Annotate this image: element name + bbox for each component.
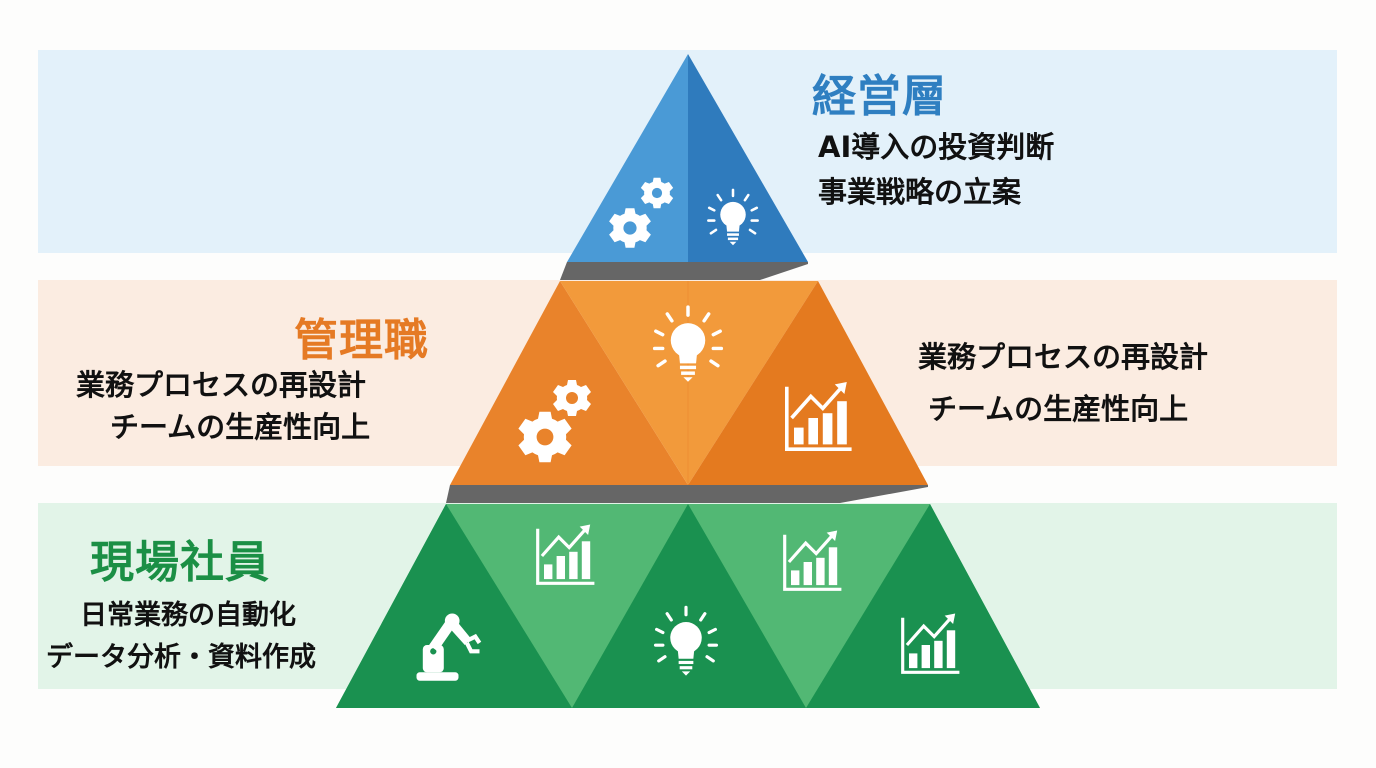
tier-shadow bbox=[560, 262, 808, 280]
gears-icon bbox=[609, 208, 651, 248]
executive-tier bbox=[567, 54, 808, 262]
staff-line-1: 日常業務の自動化 bbox=[80, 600, 296, 631]
executive-line-2: 事業戦略の立案 bbox=[818, 175, 1022, 209]
gears-icon bbox=[553, 380, 591, 416]
manager-right-line-2: チームの生産性向上 bbox=[928, 392, 1189, 426]
gears-icon bbox=[640, 177, 674, 209]
staff-line-2: データ分析・資料作成 bbox=[46, 642, 316, 673]
manager-left-line-2: チームの生産性向上 bbox=[110, 410, 371, 444]
executive-title: 経営層 bbox=[812, 71, 947, 122]
staff-title: 現場社員 bbox=[90, 537, 270, 588]
manager-right-line-1: 業務プロセスの再設計 bbox=[918, 340, 1209, 374]
manager-tier bbox=[450, 281, 928, 485]
tier-shadow bbox=[446, 485, 928, 503]
gears-icon bbox=[518, 411, 572, 463]
manager-left-line-1: 業務プロセスの再設計 bbox=[76, 368, 367, 402]
staff-tier bbox=[336, 504, 1040, 708]
manager-title: 管理職 bbox=[294, 315, 429, 366]
executive-line-1: AI導入の投資判断 bbox=[818, 130, 1055, 164]
